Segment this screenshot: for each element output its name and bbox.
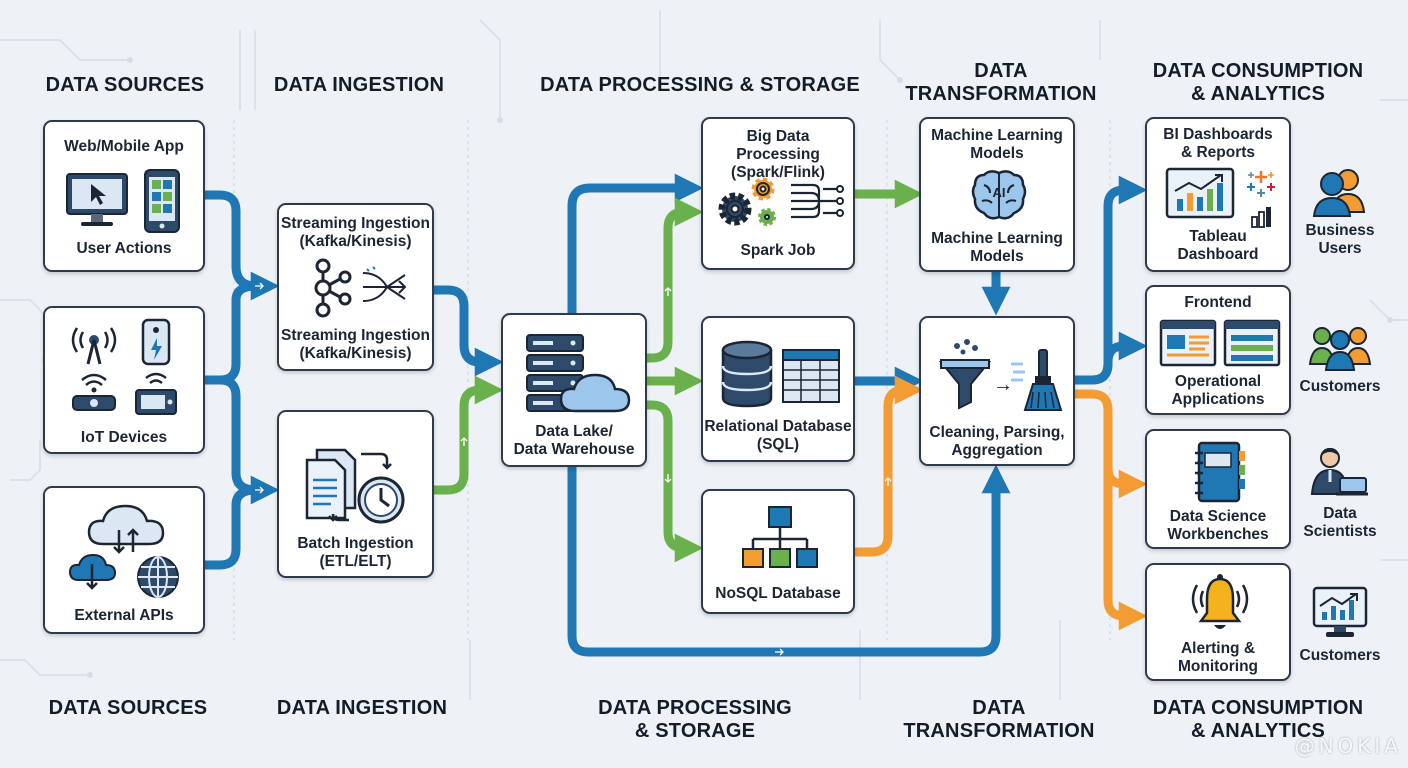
arrow-icon: → [993, 374, 1013, 396]
lake-caption: Data Lake/ Data Warehouse [513, 423, 635, 458]
nosql-database-box: NoSQL Database [701, 489, 855, 614]
streaming-title: Streaming Ingestion (Kafka/Kinesis) [281, 215, 430, 250]
flow-lake-to-cleaning-loop [567, 463, 1011, 657]
relational-database-box: Relational Database (SQL) [701, 316, 855, 462]
machine-learning-box: Machine Learning Models AI Machine Learn… [919, 117, 1075, 272]
heading-data-sources-top: DATA SOURCES [45, 74, 205, 96]
power-bi-icon [1251, 207, 1271, 228]
smartphone-icon [144, 169, 180, 233]
flow-lake-up-green [642, 197, 704, 363]
heading-data-processing-bottom: DATA PROCESSING & STORAGE [598, 697, 792, 742]
tableau-logo-icon [1247, 171, 1275, 197]
bell-alert-icon [1191, 574, 1249, 629]
bigdata-title: Big Data Processing (Spark/Flink) [731, 128, 825, 181]
flow-lake-to-nosql [642, 400, 704, 563]
batch-caption: Batch Ingestion (ETL/ELT) [297, 535, 414, 570]
gears-icon [718, 177, 776, 226]
smart-plug-icon [141, 318, 171, 366]
broom-icon [1011, 349, 1063, 411]
flow-iot-to-batch [215, 375, 280, 505]
flow-lake-to-bigdata [567, 173, 704, 320]
bigdata-caption: Spark Job [740, 242, 816, 259]
web-app-caption: User Actions [76, 240, 172, 257]
dashboard-chart-icon [1165, 167, 1235, 219]
flow-nosql-to-cleaning [850, 375, 924, 557]
frontend-title: Frontend [1184, 294, 1252, 311]
alerting-box: Alerting & Monitoring [1145, 563, 1291, 681]
ai-icon-text: AI [992, 185, 1006, 200]
flow-cleaning-to-ds [1070, 389, 1148, 499]
iot-devices-box: IoT Devices [43, 306, 205, 454]
notebook-icon [1195, 441, 1245, 503]
ml-title: Machine Learning Models [931, 127, 1063, 162]
batch-ingestion-box: Batch Ingestion (ETL/ELT) [277, 410, 434, 578]
web-app-title: Web/Mobile App [64, 138, 184, 155]
watermark: @NOKIA [1294, 734, 1402, 758]
iot-caption: IoT Devices [80, 429, 168, 446]
router-icon [72, 373, 116, 411]
user-label-customers: Customers [1299, 378, 1381, 395]
user-label-business: Business Users [1305, 222, 1375, 257]
cloud-sync-icon [87, 504, 165, 554]
hierarchy-icon [742, 506, 818, 568]
streaming-caption: Streaming Ingestion (Kafka/Kinesis) [281, 327, 430, 362]
data-scientist-icon [1310, 448, 1368, 496]
flow-web-to-streaming [200, 190, 280, 301]
heading-data-transformation-top: DATA TRANSFORMATION [905, 60, 1097, 105]
database-table-icon [721, 340, 840, 408]
cleaning-box: → Cleaning, Parsing, Aggregation [919, 316, 1075, 466]
bi-title: BI Dashboards & Reports [1163, 126, 1273, 161]
streaming-ingestion-box: Streaming Ingestion (Kafka/Kinesis) Stre… [277, 203, 434, 371]
kafka-icon [314, 258, 352, 318]
bi-dashboards-box: BI Dashboards & Reports Tableau Dashboar… [1145, 117, 1291, 272]
cloud-download-icon [68, 553, 117, 590]
flow-iot-to-bus [200, 281, 261, 385]
flow-cleaning-to-bi [1070, 175, 1148, 385]
heading-data-consumption-top: DATA CONSUMPTION & ANALYTICS [1152, 60, 1364, 105]
flow-cleaning-to-alerting [1103, 465, 1148, 631]
apis-caption: External APIs [74, 607, 174, 624]
documents-clock-icon [305, 448, 405, 524]
monitor-cursor-icon [66, 173, 128, 226]
app-windows-icon [1159, 319, 1281, 367]
business-users-icon [1312, 169, 1366, 217]
frontend-caption: Operational Applications [1171, 373, 1265, 408]
heading-data-transformation-bottom: DATA TRANSFORMATION [903, 697, 1095, 742]
heading-data-consumption-bottom: DATA CONSUMPTION & ANALYTICS [1152, 697, 1364, 742]
flow-streaming-to-lake [428, 285, 504, 377]
ml-caption: Machine Learning Models [931, 230, 1063, 265]
user-label-customers-2: Customers [1299, 647, 1381, 664]
external-apis-box: External APIs [43, 486, 205, 634]
alerting-caption: Alerting & Monitoring [1177, 640, 1259, 675]
globe-icon [137, 556, 179, 598]
heading-data-processing-top: DATA PROCESSING & STORAGE [540, 74, 860, 96]
wifi-tablet-icon [135, 372, 177, 415]
antenna-signal-icon [71, 327, 117, 365]
heading-data-ingestion-top: DATA INGESTION [273, 74, 445, 96]
relational-caption: Relational Database (SQL) [704, 418, 852, 453]
ds-caption: Data Science Workbenches [1167, 508, 1269, 543]
data-flow-icon [791, 183, 844, 219]
heading-data-sources-bottom: DATA SOURCES [48, 697, 208, 719]
user-label-data-scientists: Data Scientists [1303, 505, 1377, 540]
stream-funnel-icon [362, 266, 407, 302]
big-data-processing-box: Big Data Processing (Spark/Flink) Spark … [701, 117, 855, 270]
monitoring-screen-icon [1312, 586, 1368, 637]
bi-caption: Tableau Dashboard [1177, 228, 1259, 263]
flow-cleaning-to-frontend [1087, 331, 1148, 385]
ai-brain-icon [971, 170, 1027, 220]
nosql-caption: NoSQL Database [715, 585, 841, 602]
filter-funnel-icon [938, 339, 992, 410]
customers-icon [1308, 327, 1372, 371]
flow-apis-to-batch [200, 485, 261, 570]
data-lake-box: Data Lake/ Data Warehouse [501, 313, 647, 467]
data-science-box: Data Science Workbenches [1145, 429, 1291, 549]
cleaning-caption: Cleaning, Parsing, Aggregation [929, 424, 1065, 459]
web-mobile-app-box: Web/Mobile App User Actions [43, 120, 205, 272]
frontend-box: Frontend Operational Applications [1145, 285, 1291, 415]
server-cloud-icon [526, 334, 631, 413]
heading-data-ingestion-bottom: DATA INGESTION [276, 697, 448, 719]
